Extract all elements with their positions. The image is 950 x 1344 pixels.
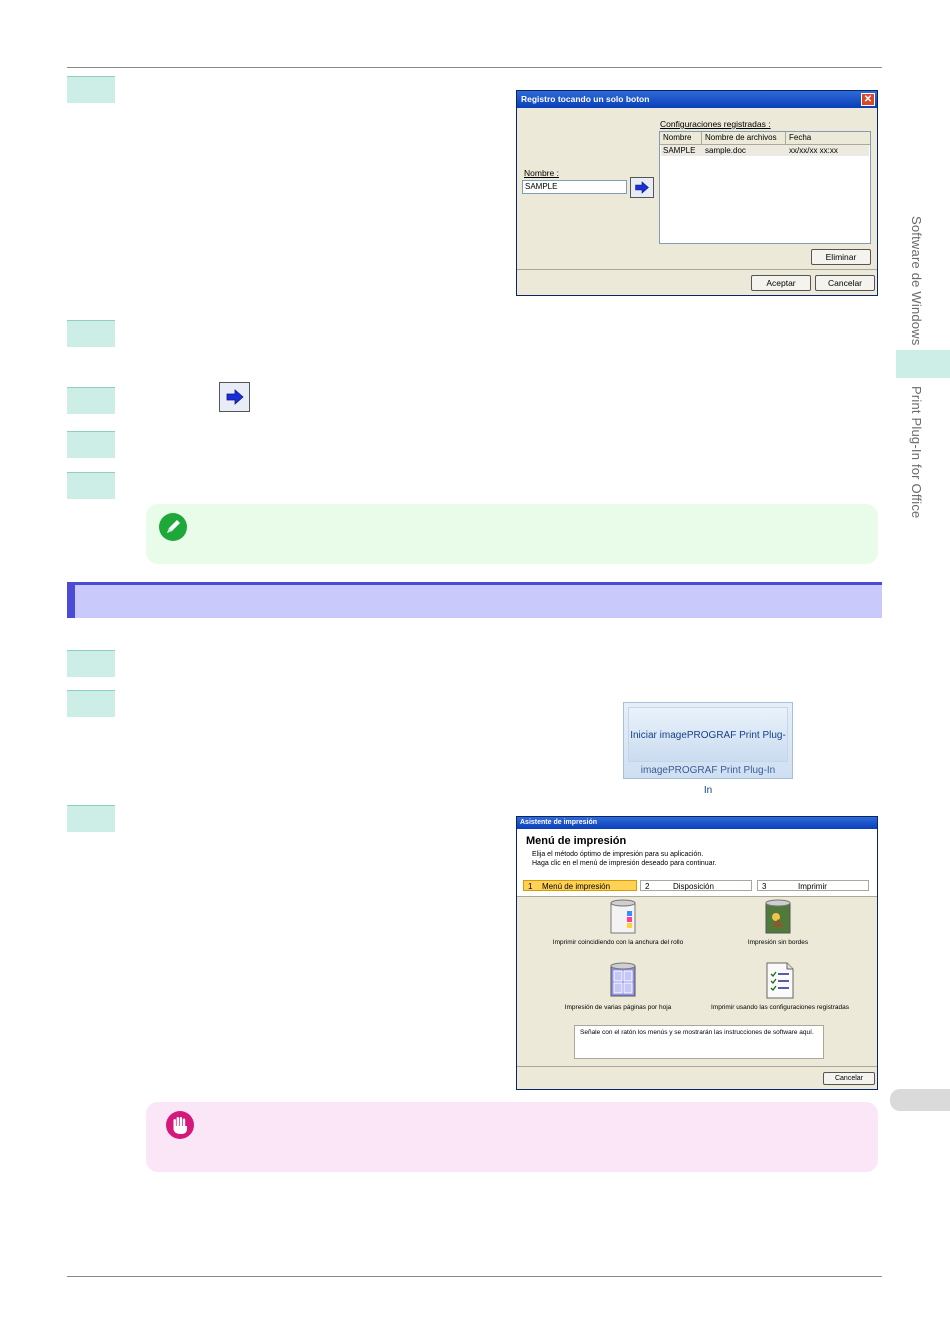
wizard-header: Menú de impresión Elija el método óptimo… bbox=[517, 829, 877, 896]
header-rule bbox=[67, 67, 882, 68]
wizard-subtext-2: Haga clic en el menú de impresión desead… bbox=[532, 860, 717, 867]
cancel-button[interactable]: Cancelar bbox=[815, 275, 875, 291]
option-roll-width[interactable]: Imprimir coincidiendo con la anchura del… bbox=[552, 939, 684, 946]
dialog-divider bbox=[517, 269, 877, 270]
important-hand-icon bbox=[166, 1111, 194, 1139]
step-marker-5 bbox=[67, 472, 115, 499]
column-header-date[interactable]: Fecha bbox=[789, 133, 812, 142]
registered-settings-label: Configuraciones registradas : bbox=[660, 119, 771, 129]
table-row[interactable] bbox=[661, 145, 869, 156]
wizard-step-2: 2 Disposición bbox=[640, 880, 752, 891]
multi-page-print-icon[interactable] bbox=[605, 960, 641, 1000]
step-marker-8 bbox=[67, 805, 115, 832]
ribbon-group-label: imagePROGRAF Print Plug-In bbox=[640, 765, 776, 776]
ribbon-group: Iniciar imagePROGRAF Print Plug-In image… bbox=[623, 702, 793, 796]
side-tab-marker bbox=[896, 350, 950, 378]
important-box bbox=[146, 1102, 878, 1172]
registered-settings-list[interactable]: Nombre Nombre de archivos Fecha SAMPLE s… bbox=[659, 131, 871, 244]
row-name: SAMPLE bbox=[663, 146, 696, 155]
row-filename: sample.doc bbox=[705, 146, 746, 155]
side-tab-software: Software de Windows bbox=[909, 216, 924, 346]
step-marker-7 bbox=[67, 690, 115, 717]
note-box bbox=[146, 504, 878, 564]
column-header-name[interactable]: Nombre bbox=[660, 132, 702, 144]
wizard-title: Asistente de impresión bbox=[517, 817, 877, 829]
section-heading-bar bbox=[67, 582, 882, 618]
footer-rule bbox=[67, 1276, 882, 1277]
one-click-register-dialog: Registro tocando un solo boton ✕ Configu… bbox=[516, 90, 878, 296]
side-tab-plugin: Print Plug-In for Office bbox=[909, 386, 924, 519]
name-label: Nombre : bbox=[524, 168, 559, 178]
wizard-info-box: Señale con el ratón los menús y se mostr… bbox=[574, 1025, 824, 1059]
step-marker-6 bbox=[67, 650, 115, 677]
delete-button[interactable]: Eliminar bbox=[811, 249, 871, 265]
option-registered-settings[interactable]: Imprimir usando las configuraciones regi… bbox=[710, 1004, 849, 1011]
name-input[interactable]: SAMPLE bbox=[522, 180, 627, 194]
side-page-tab bbox=[890, 1089, 950, 1111]
arrow-right-icon bbox=[635, 181, 649, 194]
dialog-title: Registro tocando un solo boton bbox=[517, 91, 877, 108]
wizard-step-3: 3 Imprimir bbox=[757, 880, 869, 891]
arrow-right-icon bbox=[226, 389, 244, 405]
borderless-print-icon[interactable] bbox=[760, 897, 796, 937]
column-header-filename[interactable]: Nombre de archivos bbox=[702, 132, 786, 144]
start-plugin-button[interactable]: Iniciar imagePROGRAF Print Plug-In bbox=[628, 707, 788, 796]
option-borderless[interactable]: Impresión sin bordes bbox=[747, 939, 809, 946]
step-marker-4 bbox=[67, 431, 115, 458]
registered-settings-print-icon[interactable] bbox=[762, 960, 798, 1000]
wizard-heading: Menú de impresión bbox=[526, 835, 627, 847]
close-icon[interactable]: ✕ bbox=[861, 93, 875, 106]
roll-width-print-icon[interactable] bbox=[605, 897, 641, 937]
register-arrow-button-inline[interactable] bbox=[219, 382, 250, 412]
register-arrow-button[interactable] bbox=[630, 177, 654, 198]
step-marker-3 bbox=[67, 387, 115, 414]
row-date: xx/xx/xx xx:xx bbox=[789, 146, 838, 155]
wizard-subtext-1: Elija el método óptimo de impresión para… bbox=[532, 851, 704, 858]
step-marker-1 bbox=[67, 76, 115, 103]
note-pencil-icon bbox=[159, 513, 187, 541]
step-marker-2 bbox=[67, 320, 115, 347]
print-wizard-dialog: Asistente de impresión Menú de impresión… bbox=[516, 816, 878, 1090]
accept-button[interactable]: Aceptar bbox=[751, 275, 811, 291]
option-multi-page[interactable]: Impresión de varias páginas por hoja bbox=[564, 1004, 672, 1011]
wizard-cancel-button[interactable]: Cancelar bbox=[823, 1072, 875, 1085]
wizard-step-1: 1 Menú de impresión bbox=[523, 880, 637, 891]
